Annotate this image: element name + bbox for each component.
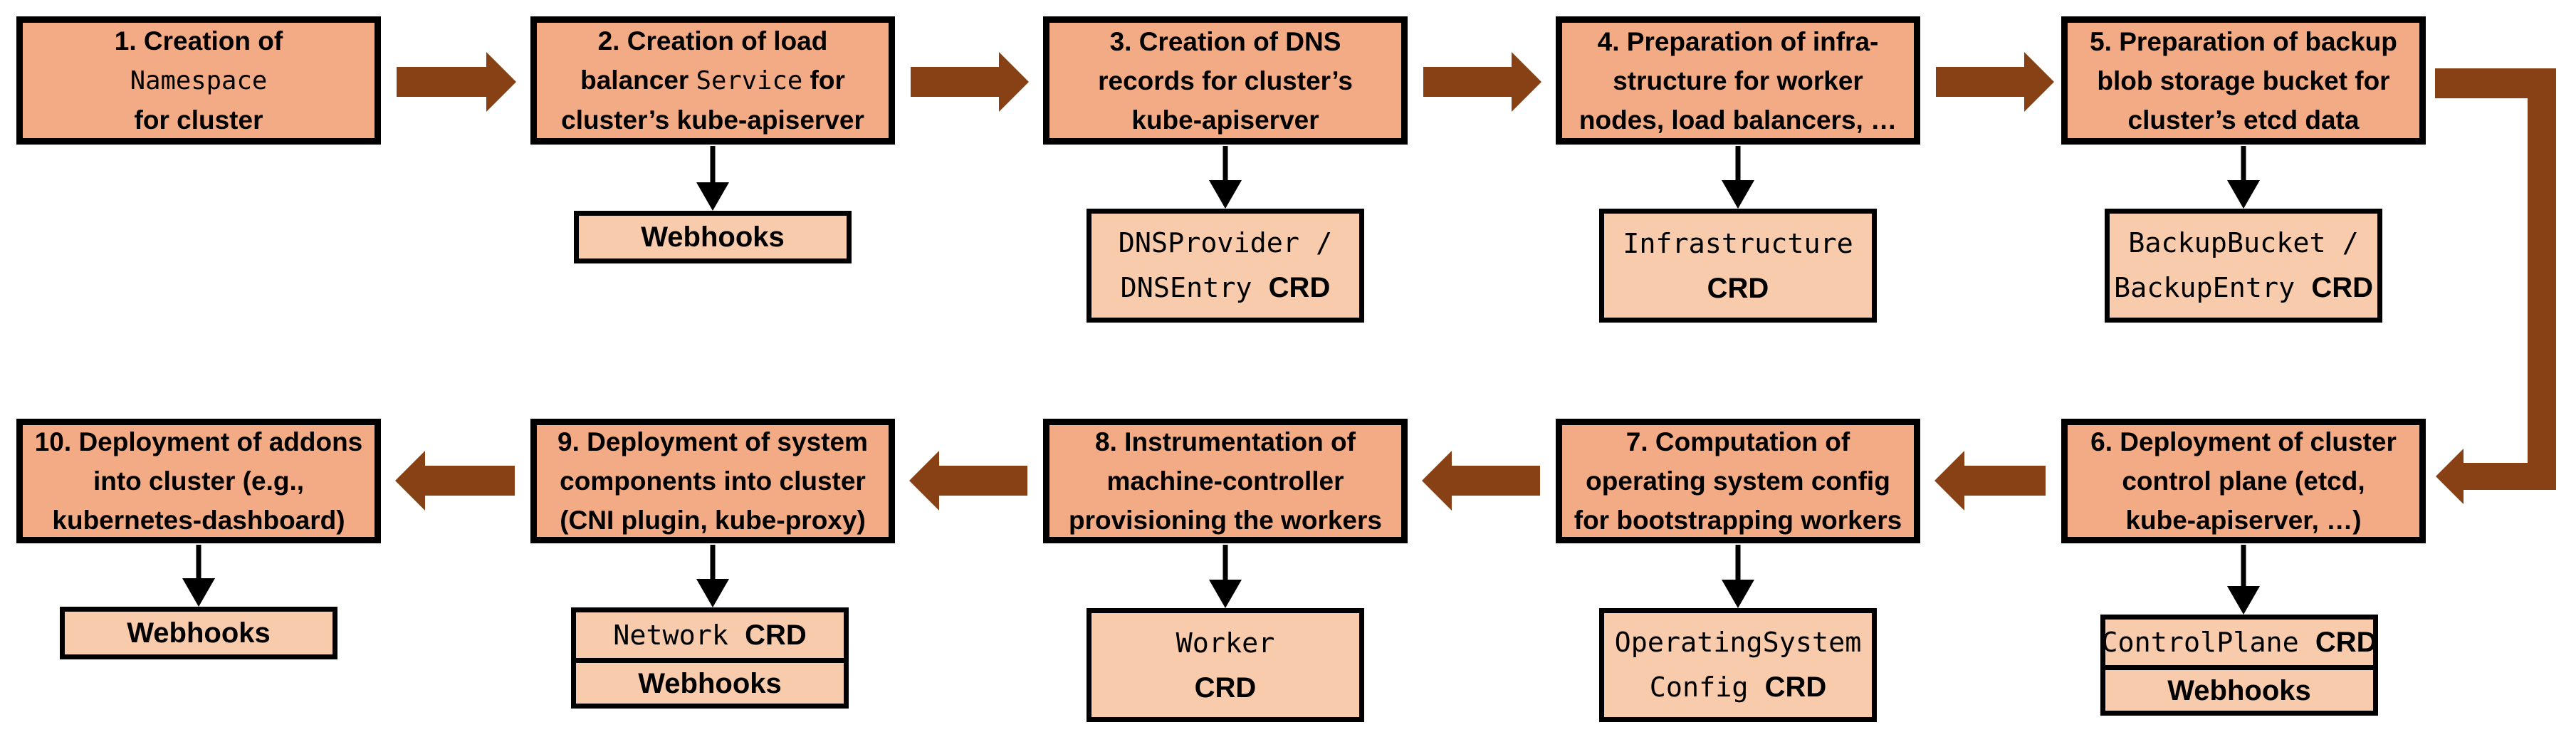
- flow-arrows-bottom-row: [395, 451, 2046, 511]
- webhooks-cell-step9: Webhooks: [576, 658, 844, 704]
- arrow-step5-backup-crd: [2227, 146, 2260, 209]
- step-box-4: 4. Preparation of infra-structure for wo…: [1556, 16, 1920, 145]
- network-crd-cell: Network CRD: [613, 619, 807, 652]
- flow-arrow-right-1-2: [397, 52, 516, 112]
- webhooks-cell-step6: Webhooks: [2105, 665, 2373, 711]
- flow-arrow-left-6-7: [1934, 451, 2046, 511]
- arrow-step10-webhooks: [182, 545, 215, 607]
- backupbucket-backupentry-crd-box: BackupBucket /BackupEntry CRD: [2105, 209, 2382, 323]
- webhooks-box-step2: Webhooks: [574, 211, 852, 263]
- flow-arrow-right-3-4: [1423, 52, 1541, 112]
- arrow-step4-infrastructure-crd: [1722, 146, 1754, 209]
- flow-arrow-left-7-8: [1422, 451, 1540, 511]
- flow-arrow-right-2-3: [911, 52, 1029, 112]
- flow-arrows-top-row: [397, 52, 2054, 112]
- arrow-step6-controlplane-crd: [2227, 545, 2260, 615]
- flow-arrow-left-8-9: [909, 451, 1027, 511]
- dnsprovider-dnsentry-crd-box: DNSProvider /DNSEntry CRD: [1087, 209, 1364, 323]
- flow-arrow-right-4-5: [1936, 52, 2054, 112]
- webhooks-box-step10: Webhooks: [60, 607, 337, 659]
- arrow-step3-dns-crd: [1209, 146, 1242, 209]
- controlplane-crd-cell: ControlPlane CRD: [2101, 626, 2377, 659]
- extension-arrows: [182, 146, 2260, 615]
- controlplane-crd-webhooks-stack: ControlPlane CRD Webhooks: [2100, 615, 2378, 716]
- arrow-step9-network-crd: [696, 545, 729, 607]
- elbow-connector-5-6: [2435, 68, 2556, 504]
- network-crd-webhooks-stack: Network CRD Webhooks: [571, 607, 849, 709]
- arrow-step8-worker-crd: [1209, 545, 1242, 608]
- arrow-step7-osc-crd: [1722, 545, 1754, 608]
- arrow-step2-webhooks: [696, 146, 729, 211]
- flow-arrow-left-9-10: [395, 451, 515, 511]
